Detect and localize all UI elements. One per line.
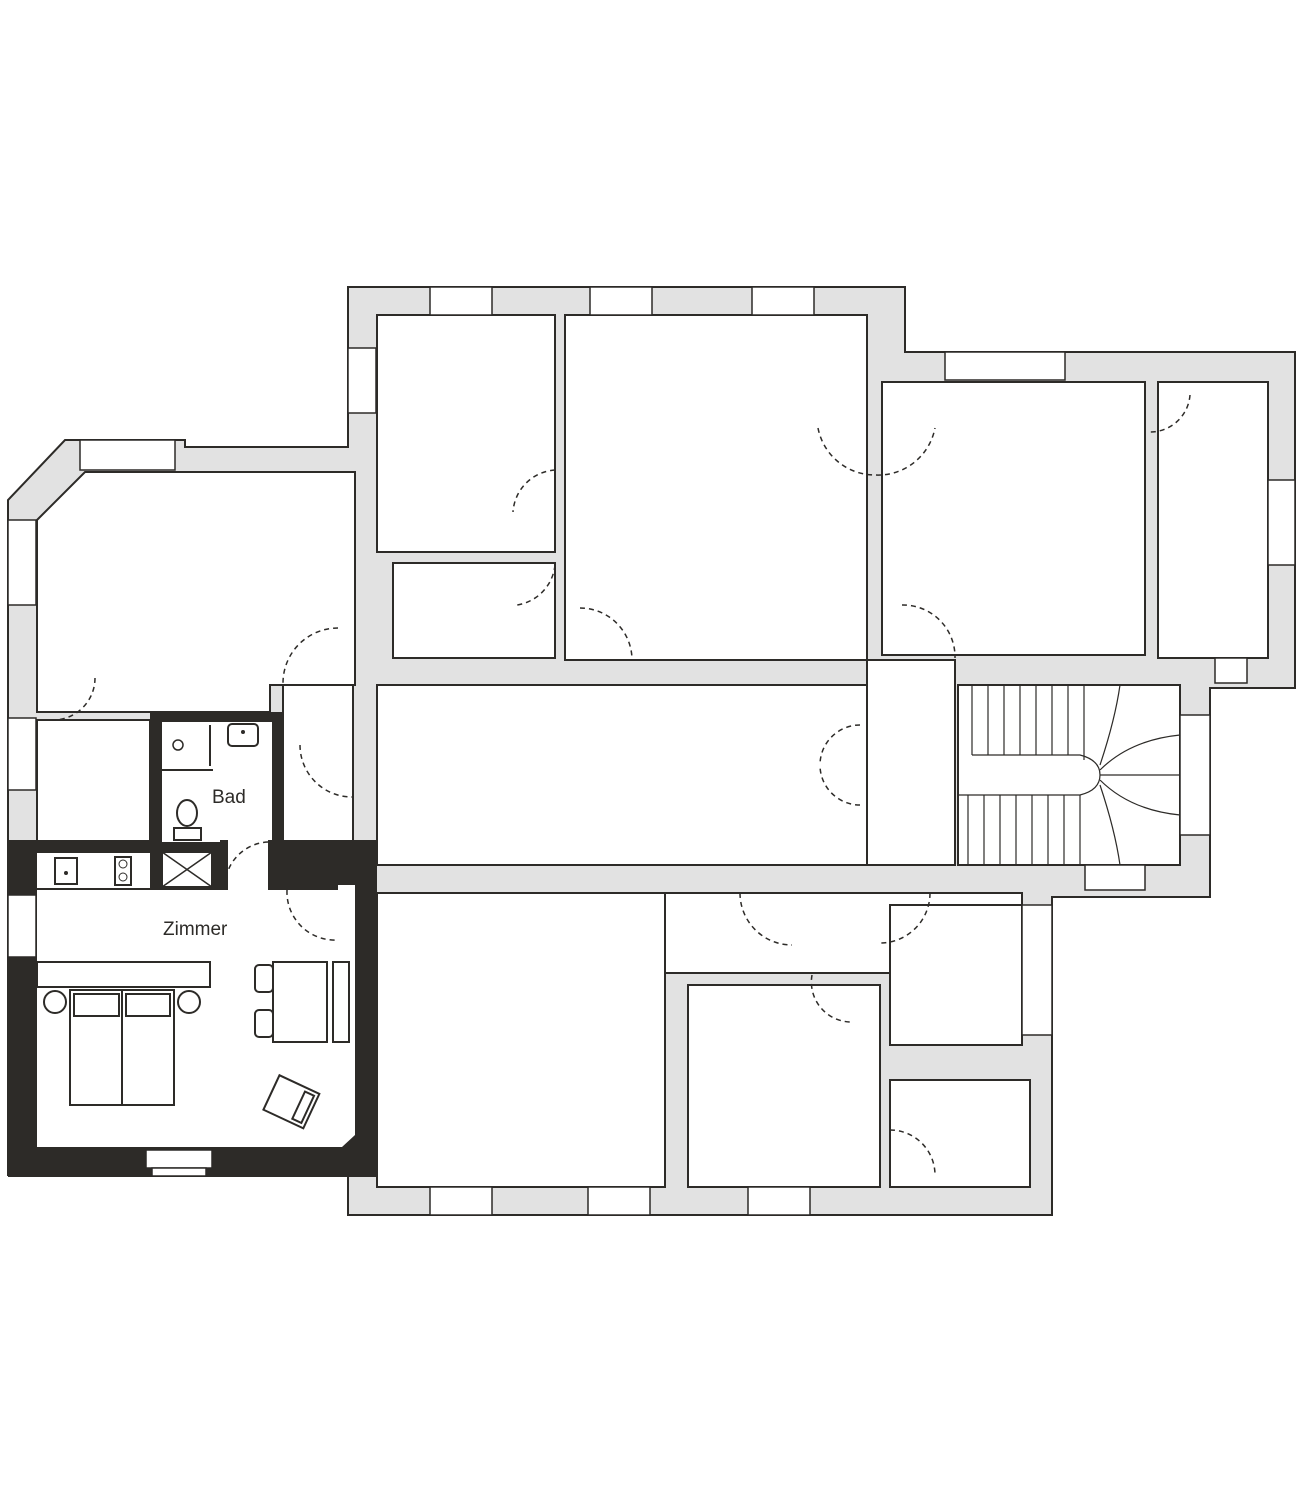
stove-icon [114,856,132,886]
room-south-2 [687,984,881,1188]
bathroom-label: Bad [212,787,246,808]
doors [51,394,1191,1176]
hall-west [36,719,151,846]
main-corridor [376,684,868,866]
bathroom-sink-icon [227,723,259,747]
room-north-3 [564,314,868,661]
stair-hall [866,659,956,866]
armchair-icon [262,1073,321,1130]
toilet-icon [173,799,202,841]
room-northeast-2 [1157,381,1269,659]
room-north-2 [392,562,556,659]
room-north-1 [376,314,556,553]
kitchen-strip [37,853,150,888]
apartment: Bad Zimmer [7,712,377,1177]
room-west [36,471,356,713]
shower-icon [162,725,213,771]
room-south-1 [376,892,666,1188]
room-south-3 [889,904,1023,1046]
entrance-door [286,889,339,941]
room-south-4 [889,1079,1031,1188]
entrance-arrow-icon [303,855,327,877]
table-icon [254,961,350,1043]
stairs [958,684,1181,866]
sink-icon [54,857,78,885]
room-northeast-1 [881,381,1146,656]
windows [7,286,1296,1216]
shelf [36,961,211,988]
bed-icon [43,989,201,1106]
room-label: Zimmer [163,919,228,940]
